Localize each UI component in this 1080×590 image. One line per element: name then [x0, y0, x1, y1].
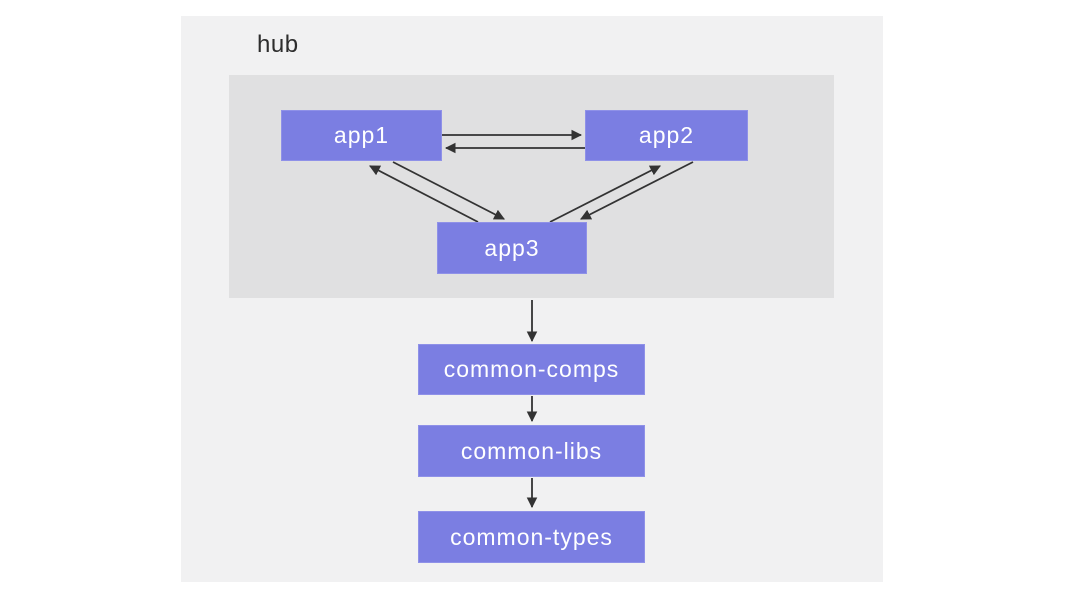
node-app3: app3: [437, 222, 587, 274]
node-common-libs: common-libs: [418, 425, 645, 477]
hub-group-label: hub: [257, 31, 299, 58]
node-app2-label: app2: [638, 122, 695, 148]
node-app2: app2: [585, 110, 748, 161]
node-common-libs-label: common-libs: [460, 437, 603, 464]
node-common-types: common-types: [418, 511, 645, 563]
node-app1: app1: [281, 110, 442, 161]
node-app3-label: app3: [484, 234, 540, 261]
node-common-types-label: common-types: [450, 523, 613, 550]
node-common-comps-label: common-comps: [443, 356, 620, 382]
node-common-comps: common-comps: [418, 344, 645, 395]
node-app1-label: app1: [333, 122, 390, 148]
